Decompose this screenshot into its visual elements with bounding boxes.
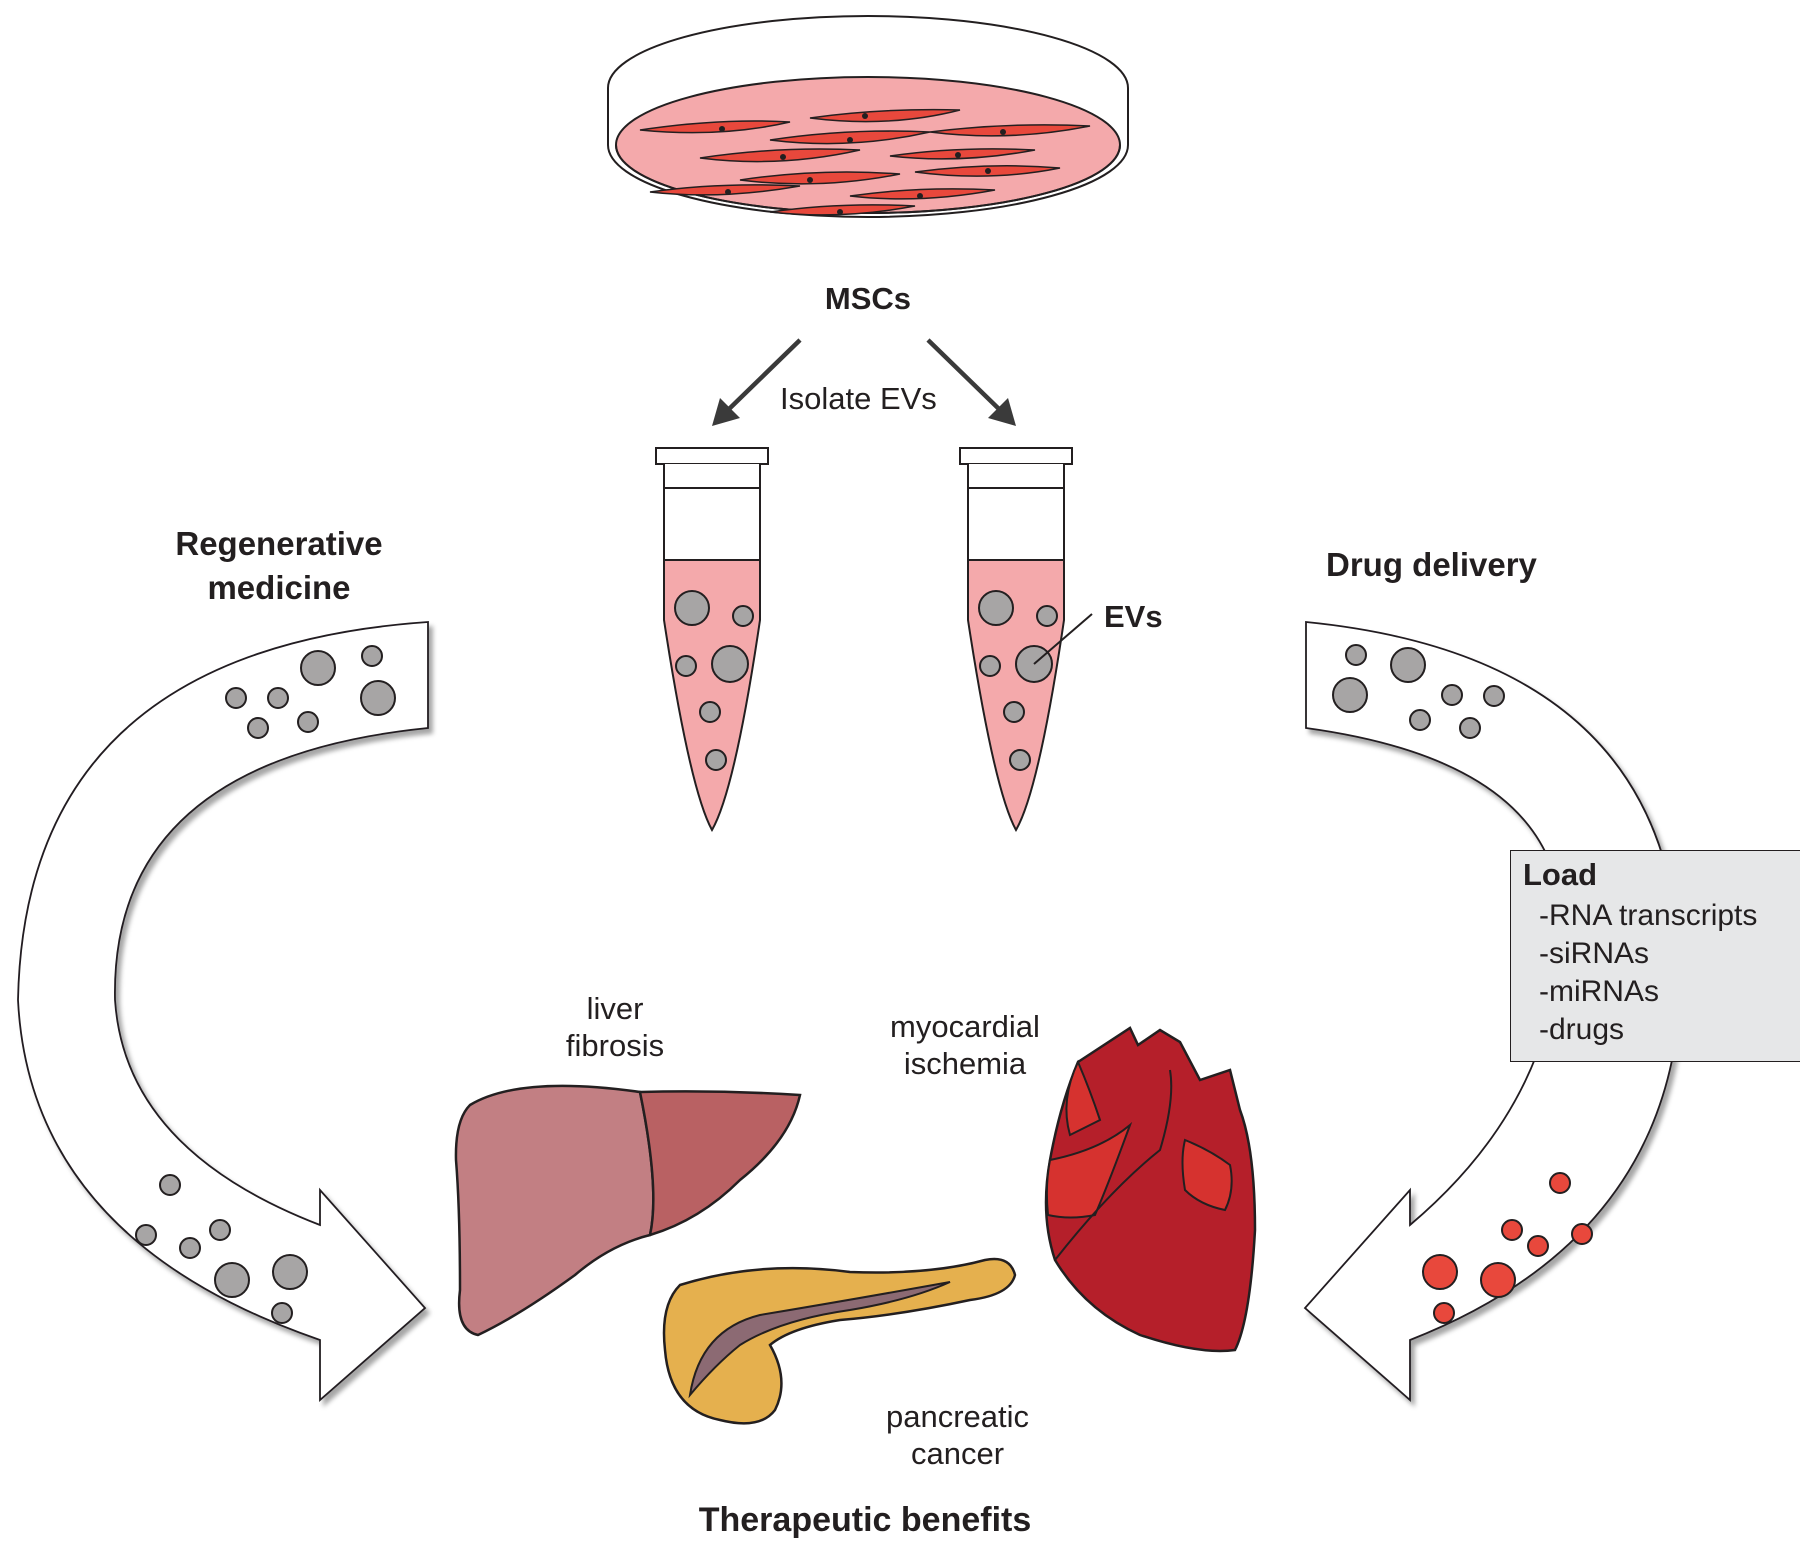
load-box: Load -RNA transcripts -siRNAs -miRNAs -d… <box>1510 850 1800 1062</box>
load-box-title: Load <box>1523 857 1598 892</box>
regenerative-line-2: medicine <box>207 569 351 606</box>
load-item-mirnas: -miRNAs <box>1539 975 1659 1008</box>
drug-delivery-arrow <box>1303 621 1682 1402</box>
isolate-arrows <box>712 338 1016 426</box>
pancreatic-line-2: cancer <box>910 1436 1005 1471</box>
msc-cells <box>639 108 1091 216</box>
ev-particles-regenerative <box>135 645 396 1324</box>
petri-dish <box>607 15 1129 218</box>
regenerative-medicine-heading: Regenerative medicine <box>148 522 410 610</box>
load-item-rna-transcripts: -RNA transcripts <box>1539 899 1758 932</box>
evs-label: EVs <box>1104 599 1163 634</box>
pancreatic-cancer-label: pancreatic cancer <box>870 1398 1045 1472</box>
isolate-evs-label: Isolate EVs <box>780 381 937 416</box>
ev-particles-drug-loaded <box>1422 1172 1593 1324</box>
liver-line-2: fibrosis <box>565 1028 665 1063</box>
liver-illustration <box>454 1084 802 1337</box>
heart-illustration <box>1044 1026 1257 1353</box>
myocardial-line-2: ischemia <box>903 1046 1027 1081</box>
regenerative-line-1: Regenerative <box>175 525 383 562</box>
tube-left <box>655 447 769 833</box>
ev-particles-tube-left <box>674 590 754 771</box>
mscs-label: MSCs <box>824 281 912 316</box>
cell-nuclei <box>719 113 1006 215</box>
pancreatic-line-1: pancreatic <box>885 1399 1030 1434</box>
tube-right <box>959 447 1093 833</box>
drug-delivery-heading: Drug delivery <box>1326 546 1537 583</box>
liver-fibrosis-label: liver fibrosis <box>540 990 690 1064</box>
load-box-items: -RNA transcripts -siRNAs -miRNAs -drugs <box>1539 897 1757 1049</box>
load-item-sirnas: -siRNAs <box>1539 937 1649 970</box>
myocardial-line-1: myocardial <box>890 1009 1040 1044</box>
liver-line-1: liver <box>586 991 644 1026</box>
ev-particles-tube-right <box>978 590 1058 771</box>
pancreas-illustration <box>662 1257 1017 1425</box>
therapeutic-benefits-heading: Therapeutic benefits <box>698 1501 1032 1539</box>
load-item-drugs: -drugs <box>1539 1013 1625 1046</box>
myocardial-ischemia-label: myocardial ischemia <box>870 1008 1060 1082</box>
regenerative-arrow <box>17 621 429 1402</box>
evs-pointer-line <box>1033 613 1093 665</box>
ev-particles-drug-unloaded <box>1332 644 1505 739</box>
